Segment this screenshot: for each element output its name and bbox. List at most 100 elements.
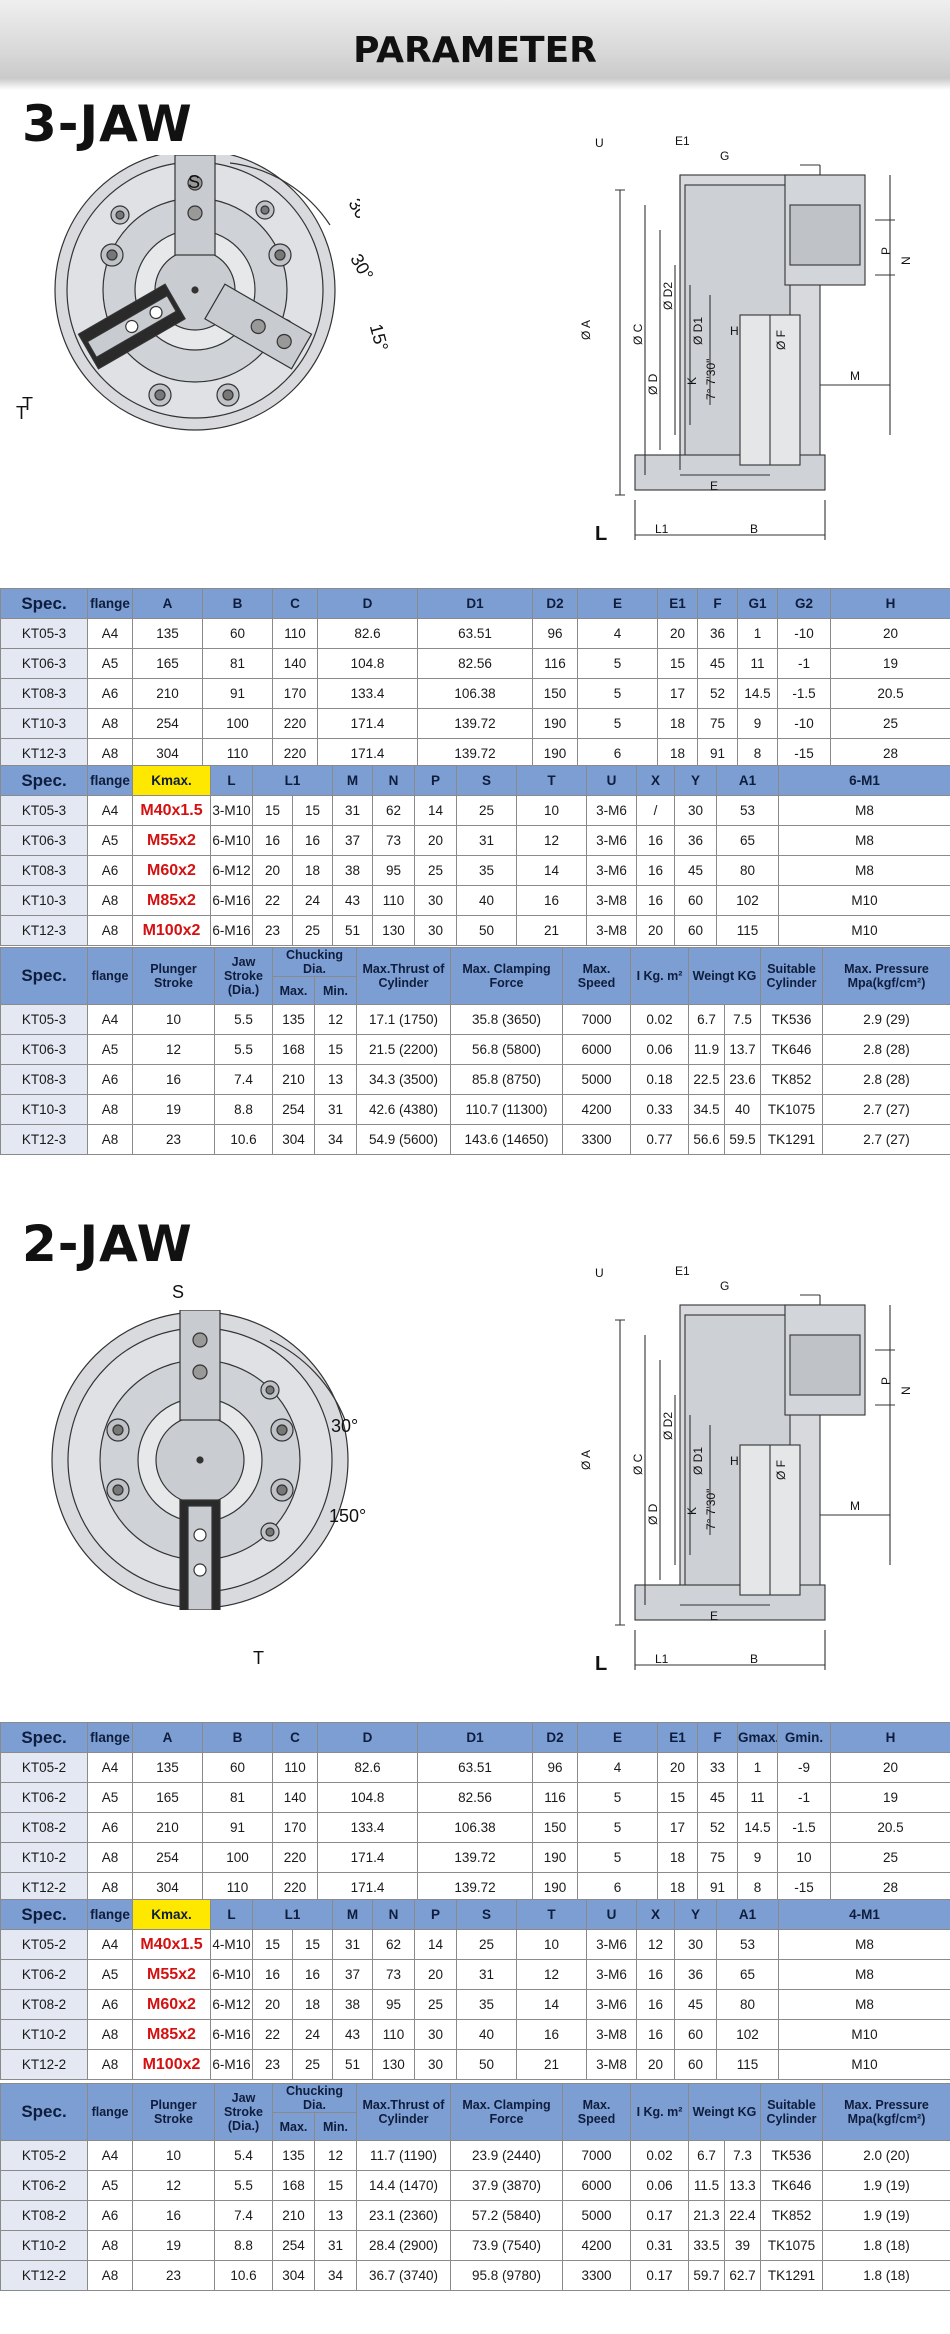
table-cell: 135	[272, 2140, 315, 2171]
table-cell: 10.6	[214, 1124, 273, 1155]
table-cell: 19	[132, 1094, 215, 1125]
col-header: Min.	[314, 976, 357, 1005]
table-cell: 21	[516, 915, 588, 946]
table-cell: 40	[724, 1094, 761, 1125]
table-cell: 40	[456, 885, 518, 916]
table-cell: 35.8 (3650)	[450, 1004, 563, 1035]
table-cell: 20	[252, 1989, 293, 2020]
col-header: L	[210, 1899, 253, 1930]
dim-t-2jaw: T	[253, 1648, 264, 1668]
table-cell: 7.3	[724, 2140, 761, 2171]
col-header: E	[577, 1722, 658, 1753]
table-cell: 1	[737, 1752, 778, 1783]
table-cell: 95	[372, 855, 416, 886]
dim-t-3jaw: T	[16, 403, 27, 423]
dim-t-text: T	[16, 403, 27, 423]
table-cell: 304	[132, 1872, 203, 1903]
table-cell: 190	[532, 1872, 578, 1903]
table-cell: A8	[87, 1872, 133, 1903]
dim-a-label: Ø A	[579, 320, 593, 340]
dim-l1-label: L1	[655, 1652, 669, 1666]
col-header: X	[636, 1899, 676, 1930]
col-header: Max.Thrust of Cylinder	[356, 2083, 451, 2141]
table-cell: 31	[456, 825, 518, 856]
table-cell: 15	[314, 2170, 357, 2201]
table-cell: 9	[737, 708, 778, 739]
table-cell: 1.9 (19)	[822, 2200, 950, 2231]
table-cell: 42.6 (4380)	[356, 1094, 451, 1125]
banner-shade	[0, 78, 950, 90]
table-cell: A6	[87, 1812, 133, 1843]
table-cell: 168	[272, 2170, 315, 2201]
table-cell: 15	[657, 648, 698, 679]
table-cell: 1	[737, 618, 778, 649]
table-cell: 60	[202, 618, 273, 649]
table-cell: 60	[202, 1752, 273, 1783]
table-cell: M40x1.5	[132, 1929, 211, 1960]
table-cell: 22	[252, 885, 293, 916]
col-header-kmax: Kmax.	[132, 1899, 211, 1930]
table-cell: 3300	[562, 1124, 631, 1155]
table-cell: 6-M12	[210, 855, 253, 886]
spec-model-cell: KT05-2	[0, 1929, 88, 1960]
table-cell: 54.9 (5600)	[356, 1124, 451, 1155]
col-header: N	[372, 1899, 416, 1930]
dim-u-label: U	[595, 1266, 604, 1280]
col-header: N	[372, 765, 416, 796]
table-cell: 63.51	[417, 618, 533, 649]
table-cell: 23.1 (2360)	[356, 2200, 451, 2231]
dim-n-label: N	[899, 1386, 913, 1395]
table-cell: M8	[778, 825, 950, 856]
spec-model-cell: KT12-3	[0, 915, 88, 946]
table-cell: 18	[657, 1842, 698, 1873]
col-header: flange	[87, 1899, 133, 1930]
table-cell: 0.77	[630, 1124, 689, 1155]
table-cell: 28	[830, 1872, 950, 1903]
table-cell: 60	[674, 915, 718, 946]
table-cell: 5	[577, 1842, 658, 1873]
table-cell: 1.8 (18)	[822, 2230, 950, 2261]
table-cell: 7.5	[724, 1004, 761, 1035]
table-cell: 22	[252, 2019, 293, 2050]
table-cell: 6	[577, 738, 658, 769]
table-cell: 91	[202, 678, 273, 709]
table-cell: A4	[87, 1004, 133, 1035]
table-cell: 34	[314, 1124, 357, 1155]
table-cell: 6-M16	[210, 915, 253, 946]
table-cell: 12	[516, 1959, 588, 1990]
table-cell: 17	[657, 1812, 698, 1843]
col-header: Max. Clamping Force	[450, 2083, 563, 2141]
angle-30-text: 30°	[346, 250, 377, 284]
table-cell: 10	[132, 2140, 215, 2171]
dim-h-label: H	[730, 324, 739, 338]
col-header: U	[586, 765, 638, 796]
table-cell: 0.31	[630, 2230, 689, 2261]
table-cell: 43	[332, 2019, 374, 2050]
table-cell: 62.7	[724, 2260, 761, 2291]
table-cell: 220	[272, 708, 318, 739]
table-cell: 22.4	[724, 2200, 761, 2231]
table-cell: 57.2 (5840)	[450, 2200, 563, 2231]
table-cell: 12	[636, 1929, 676, 1960]
table-cell: 130	[372, 915, 416, 946]
spec-model-cell: KT06-3	[0, 648, 88, 679]
col-header: D2	[532, 1722, 578, 1753]
col-header: Spec.	[0, 1722, 88, 1753]
table-cell: 24	[291, 885, 334, 916]
table-cell: 3-M10	[210, 795, 253, 826]
col-header: Max.Thrust of Cylinder	[356, 947, 451, 1005]
table-cell: TK852	[760, 1064, 823, 1095]
table-cell: 51	[332, 2049, 374, 2080]
table-cell: 21.3	[688, 2200, 725, 2231]
table-cell: 6.7	[688, 2140, 725, 2171]
col-header: E1	[657, 588, 698, 619]
table-cell: 133.4	[317, 1812, 418, 1843]
table-cell: 36	[674, 1959, 718, 1990]
table-cell: 171.4	[317, 708, 418, 739]
table-cell: 95.8 (9780)	[450, 2260, 563, 2291]
